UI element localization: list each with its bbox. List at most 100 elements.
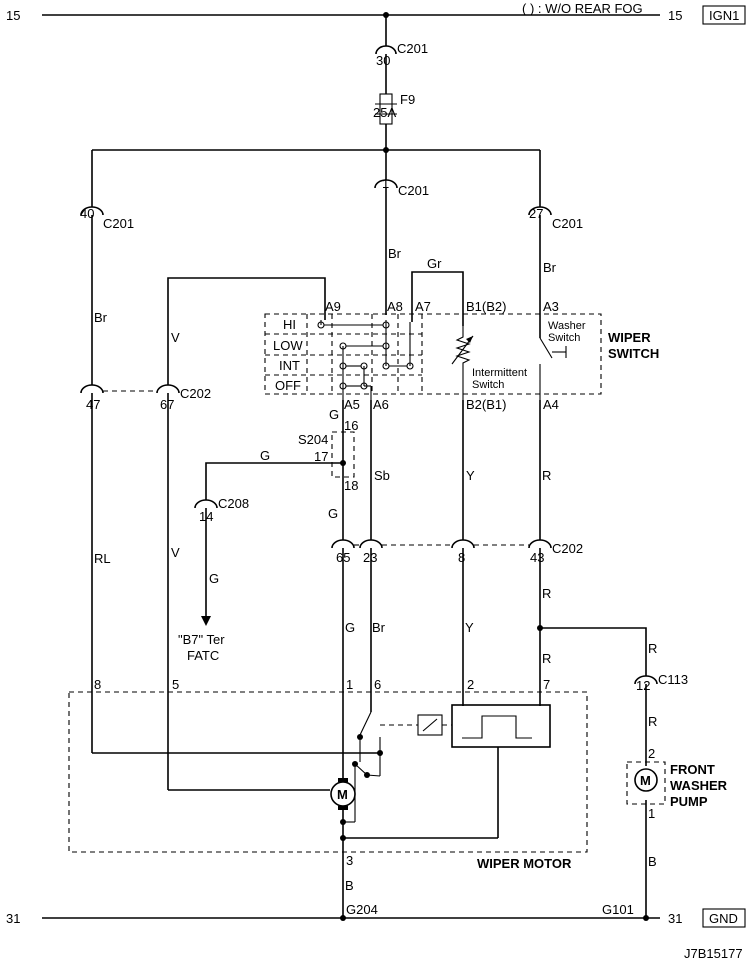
fuse-name: F9 xyxy=(400,92,415,107)
fuse-rating: 25A xyxy=(373,105,396,120)
wire-gr: Gr xyxy=(427,256,442,271)
terminal-a6: A6 xyxy=(373,397,389,412)
washer-switch-label-2: Switch xyxy=(548,332,580,344)
wire-y-lower: Y xyxy=(465,620,474,635)
motor-symbol: M xyxy=(337,787,348,802)
rear-fog-note: ( ) : W/O REAR FOG xyxy=(522,1,643,16)
wiper-switch-title-2: SWITCH xyxy=(608,346,659,361)
c201-top-pin: 30 xyxy=(376,53,390,68)
fatc-ref-line2: FATC xyxy=(187,648,219,663)
bus-node-left: 15 xyxy=(6,8,20,23)
ign1-bus: 15 ( ) : W/O REAR FOG 15 IGN1 xyxy=(6,1,746,25)
wire-r-motor: R xyxy=(542,651,551,666)
wire-b-pump: B xyxy=(648,854,657,869)
s204-pin-17: 17 xyxy=(314,449,328,464)
left-branch: 40 C201 Br xyxy=(80,150,134,385)
wire-g-a5: G xyxy=(329,407,339,422)
pump-pin-2: 2 xyxy=(648,746,655,761)
wire-br-center: Br xyxy=(388,246,402,261)
terminal-a8: A8 xyxy=(387,299,403,314)
wiper-motor-label: WIPER MOTOR xyxy=(477,856,572,871)
motor-pin-8: 8 xyxy=(94,677,101,692)
c201-left-pin: 40 xyxy=(80,206,94,221)
c202-lower: 65 23 8 43 C202 xyxy=(331,539,583,565)
wire-br-motor: Br xyxy=(372,620,386,635)
front-washer-pump: M 2 1 FRONT WASHER PUMP xyxy=(626,746,728,821)
ground-g101: G101 xyxy=(602,902,634,917)
intermittent-switch-label-2: Switch xyxy=(472,379,504,391)
terminal-a5: A5 xyxy=(344,397,360,412)
splice-s204: S204 16 17 18 xyxy=(298,418,358,493)
c202-pin-8: 8 xyxy=(458,550,465,565)
wiper-switch: HI LOW INT OFF Intermitten xyxy=(264,299,659,412)
c202-pin-43: 43 xyxy=(530,550,544,565)
wire-b-motor: B xyxy=(345,878,354,893)
wire-r-a4: R xyxy=(542,468,551,483)
diagram-code: J7B15177 xyxy=(684,946,743,961)
pump-symbol: M xyxy=(640,773,651,788)
c113-name: C113 xyxy=(658,672,688,687)
c208-name: C208 xyxy=(218,496,249,511)
ign1-label: IGN1 xyxy=(709,8,739,23)
wire-g-motor: G xyxy=(345,620,355,635)
wire-r-c113-bottom: R xyxy=(648,714,657,729)
motor-pin-7: 7 xyxy=(543,677,550,692)
position-low: LOW xyxy=(273,338,303,353)
wire-y-upper: Y xyxy=(466,468,475,483)
terminal-b1: B1(B2) xyxy=(466,299,506,314)
c201-right-pin: 27 xyxy=(529,206,543,221)
position-int: INT xyxy=(279,358,300,373)
fatc-ref-line1: "B7" Ter xyxy=(178,632,225,647)
position-off: OFF xyxy=(275,378,301,393)
pump-label-2: WASHER xyxy=(670,778,728,793)
wiper-switch-title-1: WIPER xyxy=(608,330,651,345)
terminal-a9: A9 xyxy=(325,299,341,314)
gnd-label: GND xyxy=(709,911,738,926)
bus-node-right: 15 xyxy=(668,8,682,23)
center-branch: 1 C201 Br xyxy=(374,150,429,315)
wire-r-below: R xyxy=(542,586,551,601)
wire-g-c208: G xyxy=(209,571,219,586)
wire-g-s204: G xyxy=(260,448,270,463)
c201-mid-pin: 1 xyxy=(382,176,389,191)
c202-pin-47: 47 xyxy=(86,397,100,412)
terminal-a4: A4 xyxy=(543,397,559,412)
wiper-motor: 8 5 1 6 2 7 M xyxy=(68,677,588,918)
fuse-feed: 30 C201 F9 25A xyxy=(373,15,428,153)
motor-pin-5: 5 xyxy=(172,677,179,692)
wire-sb: Sb xyxy=(374,468,390,483)
c201-mid-name: C201 xyxy=(398,183,429,198)
terminal-b2: B2(B1) xyxy=(466,397,506,412)
motor-pin-2: 2 xyxy=(467,677,474,692)
wire-rl: RL xyxy=(94,551,111,566)
motor-pin-1: 1 xyxy=(346,677,353,692)
wire-br-right: Br xyxy=(543,260,557,275)
position-hi: HI xyxy=(283,317,296,332)
motor-pin-3: 3 xyxy=(346,853,353,868)
c202-upper-name: C202 xyxy=(180,386,211,401)
c113-pin: 12 xyxy=(636,678,650,693)
wire-br-left: Br xyxy=(94,310,108,325)
ground-bus: 31 31 G204 G101 GND xyxy=(6,902,746,928)
intermittent-switch-label-1: Intermittent xyxy=(472,367,527,379)
gnd-node-left: 31 xyxy=(6,911,20,926)
s204-name: S204 xyxy=(298,432,328,447)
motor-pin-6: 6 xyxy=(374,677,381,692)
wire-g-below-s204: G xyxy=(328,506,338,521)
c201-top-name: C201 xyxy=(397,41,428,56)
wire-v-upper: V xyxy=(171,330,180,345)
c201-left-name: C201 xyxy=(103,216,134,231)
pump-label-1: FRONT xyxy=(670,762,715,777)
pump-pin-1: 1 xyxy=(648,806,655,821)
gnd-node-right: 31 xyxy=(668,911,682,926)
pump-label-3: PUMP xyxy=(670,794,708,809)
wire-r-c113-top: R xyxy=(648,641,657,656)
c202-lower-name: C202 xyxy=(552,541,583,556)
terminal-a7: A7 xyxy=(415,299,431,314)
s204-pin-16: 16 xyxy=(344,418,358,433)
ground-g204: G204 xyxy=(346,902,378,917)
c202-upper: 47 67 C202 xyxy=(80,384,211,412)
terminal-a3: A3 xyxy=(543,299,559,314)
